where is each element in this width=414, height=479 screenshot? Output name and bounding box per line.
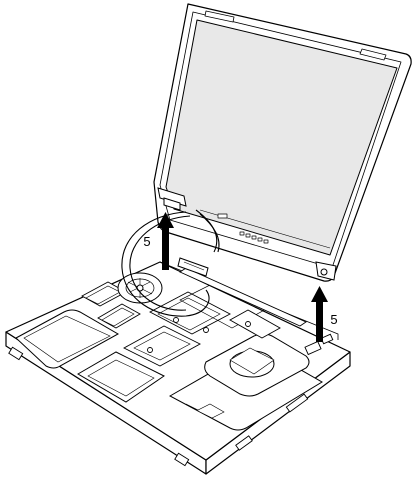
battery-bay bbox=[204, 333, 310, 397]
step-callout-left: 5 bbox=[143, 234, 150, 249]
hinge-right bbox=[315, 261, 337, 281]
base-feet bbox=[8, 346, 309, 467]
screw bbox=[147, 347, 153, 353]
rear-connectors bbox=[179, 267, 334, 356]
screw bbox=[203, 327, 209, 333]
step-callout-right: 5 bbox=[330, 312, 337, 327]
screw bbox=[173, 317, 179, 323]
hinge-left bbox=[157, 187, 187, 211]
palm-rest-left bbox=[15, 309, 120, 369]
lcd-screen bbox=[165, 19, 398, 256]
display-lid bbox=[153, 3, 412, 282]
lift-arrow-right bbox=[311, 286, 328, 342]
palm-rest-left-inner bbox=[23, 315, 111, 363]
memory-slots bbox=[81, 281, 141, 329]
mainboard-components bbox=[123, 281, 281, 367]
lift-arrow-left bbox=[157, 212, 174, 270]
bezel-logo bbox=[217, 213, 228, 219]
screw bbox=[245, 321, 251, 327]
lid-latch-right bbox=[359, 48, 387, 61]
status-indicator-leds bbox=[239, 231, 269, 244]
touchpad-recess bbox=[77, 351, 165, 403]
lid-latch-left bbox=[204, 10, 235, 23]
cooling-fan bbox=[117, 272, 163, 304]
lcd-cable-connector bbox=[177, 257, 209, 277]
